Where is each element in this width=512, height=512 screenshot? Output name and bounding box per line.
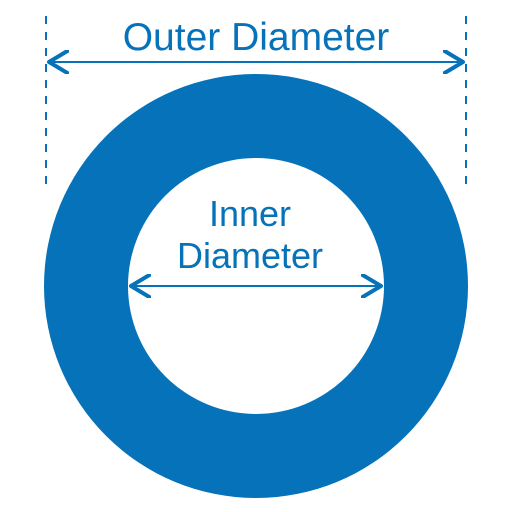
inner-diameter-label-line2: Diameter bbox=[177, 235, 323, 276]
outer-diameter-label: Outer Diameter bbox=[123, 16, 390, 59]
inner-diameter-label-line1: Inner bbox=[209, 193, 291, 234]
